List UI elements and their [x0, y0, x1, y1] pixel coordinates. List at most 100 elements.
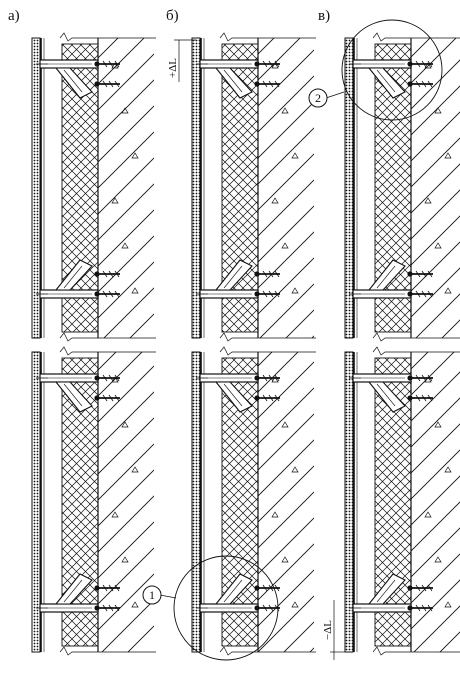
aggregate-mark — [424, 511, 432, 518]
aggregate-mark — [121, 421, 129, 428]
bracket-leg — [214, 381, 253, 413]
break-line — [372, 646, 460, 656]
bolt-head — [94, 61, 100, 67]
bolt-head — [94, 395, 100, 401]
bolt-head — [254, 291, 260, 297]
aggregate-mark — [131, 152, 139, 159]
aggregate-mark — [291, 287, 299, 294]
bolt-head — [94, 605, 100, 611]
masonry-wall — [411, 352, 460, 652]
detail-circle — [173, 555, 279, 661]
bracket-leg — [54, 381, 93, 413]
bolt-thread — [262, 394, 280, 402]
masonry-wall — [98, 38, 154, 338]
aggregate-mark — [121, 107, 129, 114]
aggregate-mark — [271, 197, 279, 204]
aggregate-mark — [434, 107, 442, 114]
panel-label: б) — [166, 8, 179, 24]
panel-2 — [191, 32, 316, 656]
bolt-thread — [415, 270, 433, 278]
aggregate-mark — [291, 152, 299, 159]
cladding-panel — [191, 351, 201, 653]
bolt-thread — [102, 394, 120, 402]
callout-circle — [308, 88, 328, 108]
aggregate-mark — [291, 466, 299, 473]
break-line — [219, 32, 316, 42]
bolt-head — [254, 375, 260, 381]
aggregate-mark — [434, 421, 442, 428]
aggregate-mark — [424, 376, 432, 383]
bracket-leg-line — [223, 383, 243, 407]
bolt-head — [254, 605, 260, 611]
bracket-leg — [214, 259, 253, 291]
panel-3 — [344, 32, 460, 656]
bolt-head — [254, 395, 260, 401]
bracket-leg-line — [63, 383, 83, 407]
bolt-head — [254, 271, 260, 277]
bolt-thread — [262, 374, 280, 382]
aggregate-mark — [444, 601, 452, 608]
bolt-head — [94, 81, 100, 87]
panel-label: а) — [8, 8, 20, 24]
break-line — [59, 346, 156, 356]
bolt-thread — [102, 290, 120, 298]
bracket-leg-line — [223, 265, 243, 289]
bolt-thread — [262, 584, 280, 592]
aggregate-mark — [121, 556, 129, 563]
aggregate-mark — [291, 601, 299, 608]
aggregate-mark — [434, 242, 442, 249]
aggregate-mark — [271, 511, 279, 518]
bolt-head — [407, 291, 413, 297]
aggregate-mark — [121, 242, 129, 249]
bracket-leg-line — [223, 579, 243, 603]
aggregate-mark — [444, 152, 452, 159]
break-line — [59, 332, 156, 342]
cladding-panel — [344, 351, 354, 653]
aggregate-mark — [111, 376, 119, 383]
bolt-head — [254, 81, 260, 87]
bolt-thread — [415, 60, 433, 68]
aggregate-mark — [131, 466, 139, 473]
aggregate-mark — [424, 62, 432, 69]
bolt-thread — [262, 290, 280, 298]
cladding-panel — [191, 37, 201, 339]
bracket-leg-line — [376, 383, 396, 407]
bracket-leg-line — [63, 579, 83, 603]
bracket-leg-line — [376, 69, 396, 93]
bolt-thread — [415, 604, 433, 612]
aggregate-mark — [424, 197, 432, 204]
aggregate-mark — [281, 242, 289, 249]
masonry-wall — [411, 38, 460, 338]
bracket-leg-line — [63, 69, 83, 93]
bolt-head — [94, 375, 100, 381]
cladding-panel — [344, 37, 354, 339]
callout-circle — [142, 585, 162, 605]
delta-l-label: −ΔL — [322, 620, 334, 640]
aggregate-mark — [281, 107, 289, 114]
panel-label: в) — [318, 8, 330, 24]
break-line — [372, 32, 460, 42]
bolt-thread — [415, 290, 433, 298]
bolt-head — [407, 395, 413, 401]
bracket-leg — [367, 67, 406, 99]
bracket-leg-line — [376, 265, 396, 289]
bolt-head — [94, 585, 100, 591]
bolt-thread — [415, 584, 433, 592]
aggregate-mark — [111, 62, 119, 69]
bolt-thread — [262, 270, 280, 278]
break-line — [372, 346, 460, 356]
bolt-thread — [102, 584, 120, 592]
aggregate-mark — [444, 287, 452, 294]
bolt-head — [407, 375, 413, 381]
bolt-head — [254, 585, 260, 591]
panel-1 — [31, 32, 156, 656]
bolt-head — [407, 271, 413, 277]
bolt-head — [94, 271, 100, 277]
cladding-panel — [31, 37, 41, 339]
aggregate-mark — [131, 601, 139, 608]
aggregate-mark — [131, 287, 139, 294]
bolt-thread — [262, 60, 280, 68]
bolt-thread — [102, 60, 120, 68]
bolt-head — [254, 61, 260, 67]
